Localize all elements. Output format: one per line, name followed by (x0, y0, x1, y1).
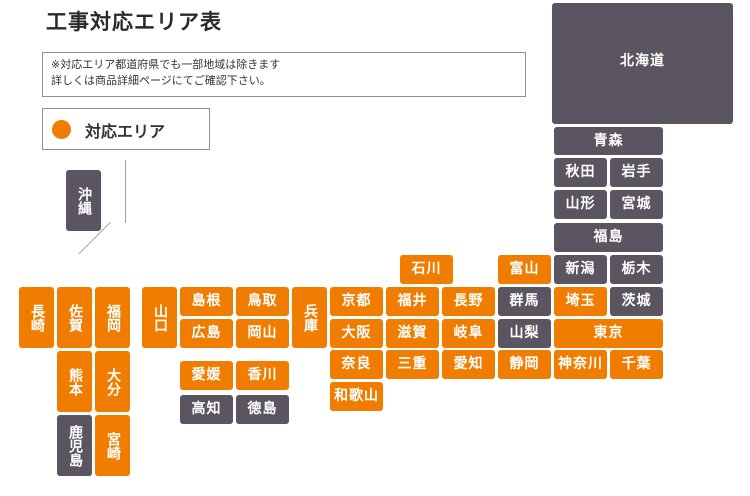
prefecture-tottori: 鳥取 (236, 287, 289, 316)
prefecture-ibaraki: 茨城 (610, 287, 663, 316)
prefecture-nagasaki: 長崎 (19, 287, 54, 348)
prefecture-kochi: 高知 (180, 395, 233, 424)
prefecture-aichi: 愛知 (442, 350, 495, 379)
prefecture-yamanashi: 山梨 (498, 319, 551, 348)
prefecture-toyama: 富山 (498, 255, 551, 284)
legend-dot (52, 120, 71, 139)
prefecture-saitama: 埼玉 (554, 287, 607, 316)
prefecture-akita: 秋田 (554, 158, 607, 187)
prefecture-kyoto: 京都 (330, 287, 383, 316)
legend: 対応エリア (42, 108, 210, 150)
prefecture-osaka: 大阪 (330, 319, 383, 348)
prefecture-ishikawa: 石川 (400, 255, 453, 284)
prefecture-fukui: 福井 (386, 287, 439, 316)
prefecture-tokyo: 東京 (554, 319, 663, 348)
prefecture-mie: 三重 (386, 350, 439, 379)
prefecture-saga: 佐賀 (57, 287, 92, 348)
prefecture-fukushima: 福島 (554, 223, 663, 252)
note-line-2: 詳しくは商品詳細ページにてご確認下さい。 (51, 74, 271, 87)
prefecture-hiroshima: 広島 (180, 319, 233, 348)
prefecture-aomori: 青森 (554, 127, 663, 155)
legend-label: 対応エリア (85, 122, 166, 141)
prefecture-shimane: 島根 (180, 287, 233, 316)
prefecture-chiba: 千葉 (610, 350, 663, 379)
prefecture-tokushima: 徳島 (236, 395, 289, 424)
prefecture-miyagi: 宮城 (610, 190, 663, 219)
prefecture-kagoshima: 鹿児島 (57, 415, 92, 476)
prefecture-wakayama: 和歌山 (330, 382, 383, 411)
prefecture-nagano: 長野 (442, 287, 495, 316)
prefecture-shizuoka: 静岡 (498, 350, 551, 379)
prefecture-miyazaki: 宮崎 (95, 415, 130, 476)
prefecture-niigata: 新潟 (554, 255, 607, 284)
prefecture-fukuoka: 福岡 (95, 287, 130, 348)
prefecture-kumamoto: 熊本 (57, 351, 92, 412)
prefecture-hokkaido: 北海道 (552, 3, 733, 124)
prefecture-iwate: 岩手 (610, 158, 663, 187)
prefecture-kagawa: 香川 (236, 361, 289, 390)
prefecture-tochigi: 栃木 (610, 255, 663, 284)
prefecture-yamaguchi: 山口 (142, 287, 177, 348)
prefecture-shiga: 滋賀 (386, 319, 439, 348)
prefecture-gunma: 群馬 (498, 287, 551, 316)
prefecture-hyogo: 兵庫 (292, 287, 327, 348)
prefecture-okayama: 岡山 (236, 319, 289, 348)
prefecture-okinawa: 沖縄 (66, 170, 101, 231)
note-line-1: ※対応エリア都道府県でも一部地域は除きます (51, 58, 281, 71)
prefecture-oita: 大分 (95, 351, 130, 412)
page-title: 工事対応エリア表 (46, 10, 222, 34)
area-note: ※対応エリア都道府県でも一部地域は除きます 詳しくは商品詳細ページにてご確認下さ… (42, 52, 526, 97)
prefecture-nara: 奈良 (330, 350, 383, 379)
prefecture-gifu: 岐阜 (442, 319, 495, 348)
prefecture-ehime: 愛媛 (180, 361, 233, 390)
prefecture-kanagawa: 神奈川 (554, 350, 607, 379)
okinawa-divider-vertical (125, 160, 126, 223)
prefecture-yamagata: 山形 (554, 190, 607, 219)
